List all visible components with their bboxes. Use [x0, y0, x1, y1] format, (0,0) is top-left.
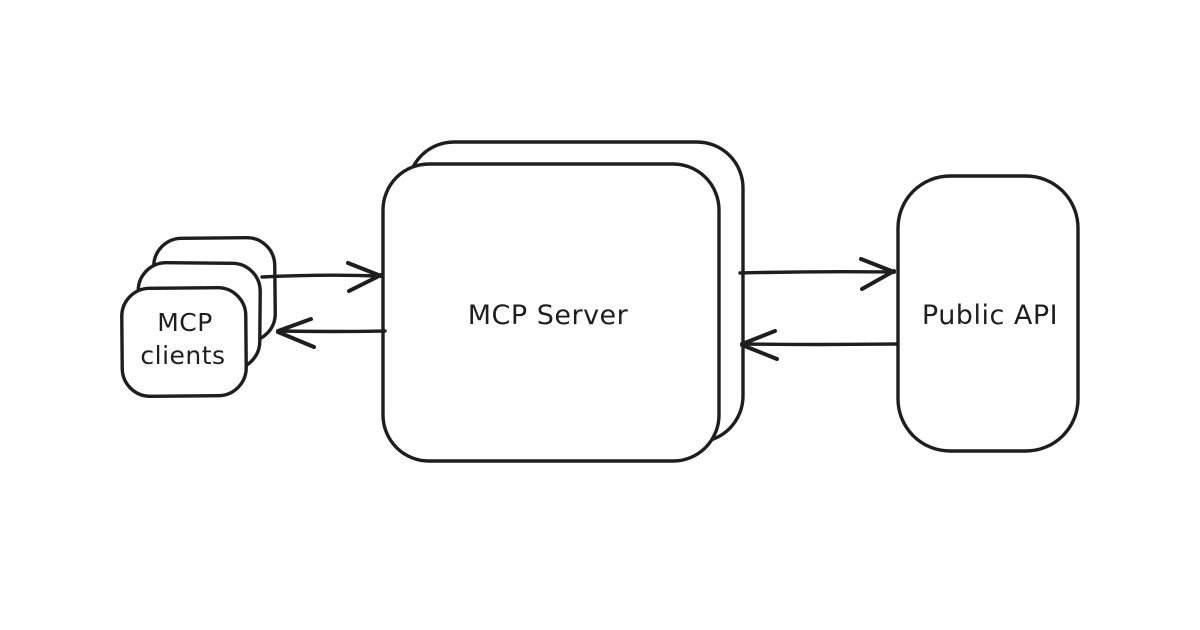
api-card [896, 174, 1080, 453]
arrow-clients-to-server-head [346, 261, 383, 293]
node-mcp-clients: MCP clients [120, 235, 277, 398]
server-label: MCP Server [468, 300, 629, 331]
arrow-server-to-clients-line [278, 329, 387, 334]
arrow-server-to-api [738, 257, 896, 291]
clients-label-line1: MCP [157, 308, 213, 337]
arrow-api-to-server-line [743, 342, 899, 347]
arrow-server-to-api-line [738, 269, 894, 275]
arrow-clients-to-server-line [260, 273, 381, 279]
arrow-server-to-clients [276, 317, 387, 349]
clients-card-front [120, 286, 248, 398]
arrow-server-to-api-head [859, 257, 896, 291]
api-label: Public API [922, 300, 1058, 331]
arrow-api-to-server-head [740, 329, 779, 361]
server-card-front [381, 162, 721, 463]
clients-label-line2: clients [140, 341, 225, 370]
node-public-api: Public API [896, 174, 1080, 453]
node-mcp-server: MCP Server [381, 140, 745, 463]
arrow-server-to-clients-head [276, 317, 316, 349]
arrow-api-to-server [740, 329, 899, 361]
arrow-clients-to-server [260, 261, 383, 293]
